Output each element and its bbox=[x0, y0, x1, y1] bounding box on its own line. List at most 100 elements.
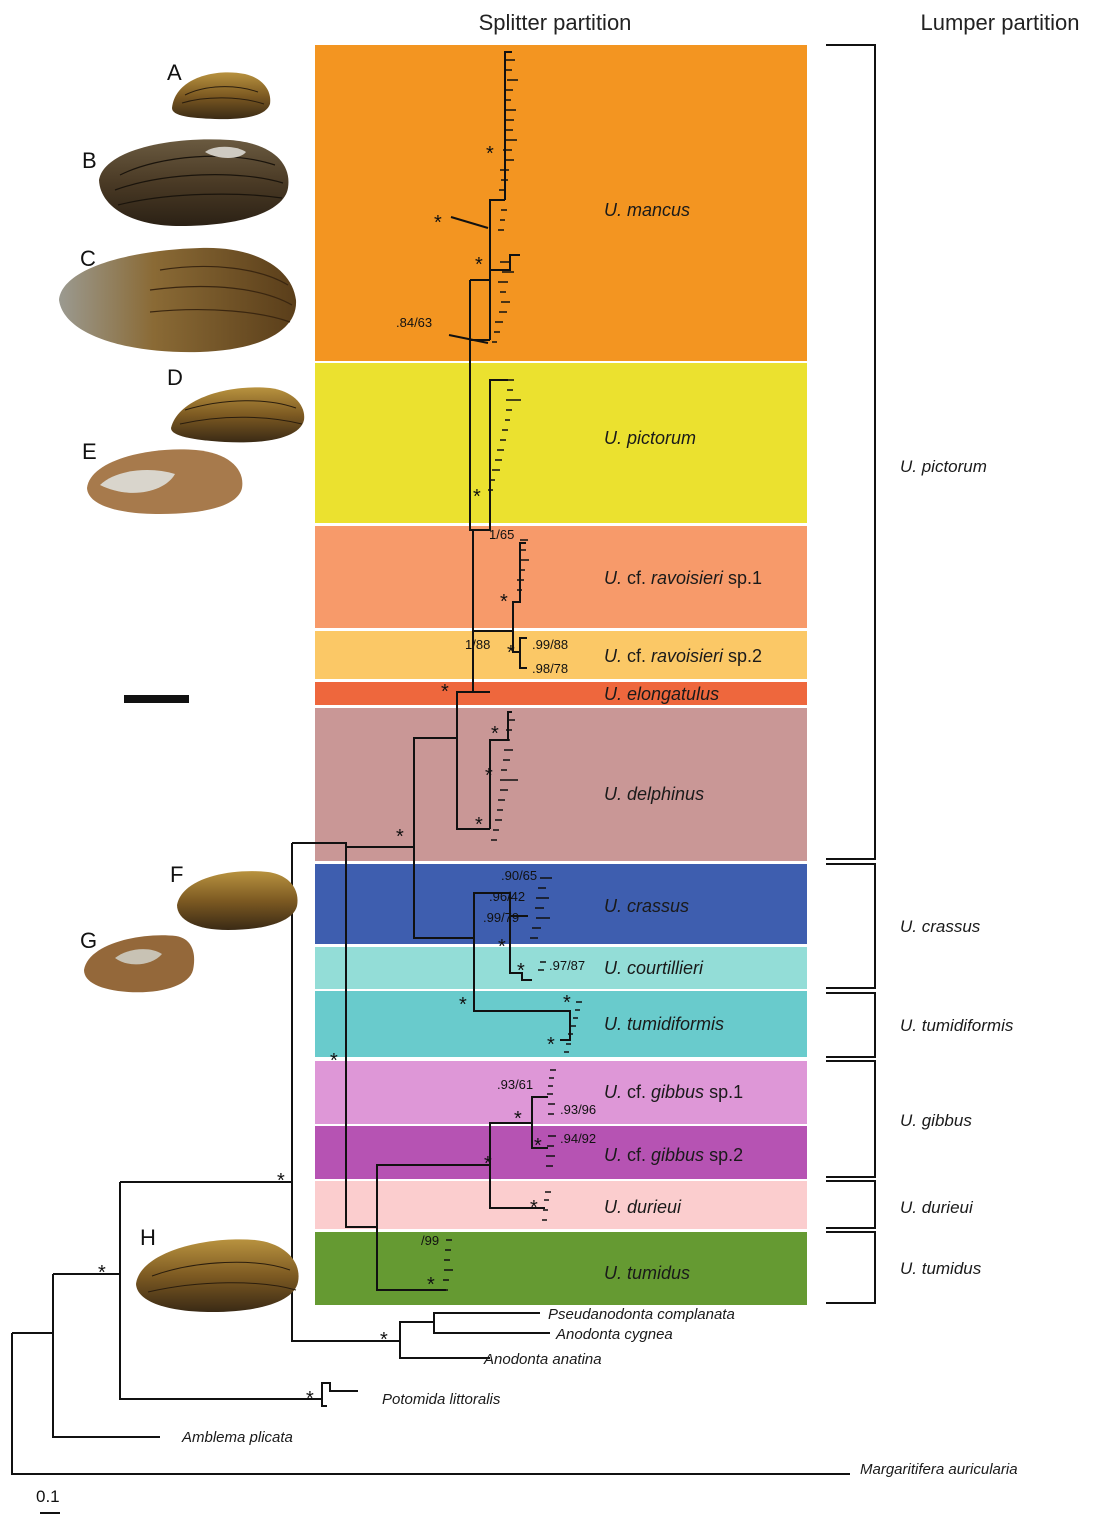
shell-a bbox=[172, 72, 270, 119]
star-marker: * bbox=[330, 1050, 338, 1072]
star-marker: * bbox=[434, 212, 442, 234]
shell-d bbox=[171, 387, 304, 442]
band-mancus bbox=[315, 45, 807, 361]
star-marker: * bbox=[98, 1262, 106, 1284]
star-marker: * bbox=[563, 992, 571, 1014]
lumper-label-durieui: U. durieui bbox=[900, 1198, 974, 1217]
clade-label-ravoisieri-sp1: U. cf. ravoisieri sp.1 bbox=[604, 568, 762, 588]
tree-scale-label: 0.1 bbox=[36, 1487, 60, 1506]
clade-label-tumidus: U. tumidus bbox=[604, 1263, 690, 1283]
support-084-63: .84/63 bbox=[396, 315, 432, 330]
star-marker: * bbox=[500, 591, 508, 613]
support-099-79: .99/79 bbox=[483, 910, 519, 925]
shell-letter-a: A bbox=[167, 60, 182, 85]
support-093-61: .93/61 bbox=[497, 1077, 533, 1092]
band-crassus bbox=[315, 864, 807, 944]
star-marker: * bbox=[547, 1034, 555, 1056]
bracket-durieui bbox=[826, 1181, 875, 1228]
bracket-gibbus bbox=[826, 1061, 875, 1177]
star-marker: * bbox=[507, 642, 515, 664]
outgroup-anodonta-cygnea: Anodonta cygnea bbox=[555, 1326, 673, 1343]
clade-label-crassus: U. crassus bbox=[604, 896, 689, 916]
clade-label-delphinus: U. delphinus bbox=[604, 784, 704, 804]
clade-label-ravoisieri-sp2: U. cf. ravoisieri sp.2 bbox=[604, 646, 762, 666]
splitter-header: Splitter partition bbox=[479, 10, 632, 35]
shell-letter-e: E bbox=[82, 439, 97, 464]
star-marker: * bbox=[396, 826, 404, 848]
clade-label-durieui: U. durieui bbox=[604, 1197, 682, 1217]
lumper-label-gibbus: U. gibbus bbox=[900, 1111, 972, 1130]
star-marker: * bbox=[534, 1135, 542, 1157]
shell-f bbox=[177, 871, 298, 930]
band-tumidiformis bbox=[315, 991, 807, 1057]
lumper-label-tumidus: U. tumidus bbox=[900, 1259, 982, 1278]
star-marker: * bbox=[485, 765, 493, 787]
support-098-78: .98/78 bbox=[532, 661, 568, 676]
star-marker: * bbox=[517, 960, 525, 982]
star-marker: * bbox=[427, 1274, 435, 1296]
bracket-crassus bbox=[826, 864, 875, 988]
band-tumidus bbox=[315, 1232, 807, 1305]
clade-label-courtillieri: U. courtillieri bbox=[604, 958, 704, 978]
shell-photos: A B C D E F G H bbox=[59, 60, 304, 1312]
clade-label-pictorum: U. pictorum bbox=[604, 428, 696, 448]
lumper-label-pictorum: U. pictorum bbox=[900, 457, 987, 476]
star-marker: * bbox=[514, 1108, 522, 1130]
lumper-labels: U. pictorum U. crassus U. tumidiformis U… bbox=[900, 457, 1014, 1278]
clade-label-gibbus-sp2: U. cf. gibbus sp.2 bbox=[604, 1145, 743, 1165]
star-marker: * bbox=[459, 994, 467, 1016]
clade-label-elongatulus: U. elongatulus bbox=[604, 684, 719, 704]
branch-amblema-node bbox=[12, 1274, 160, 1437]
outgroup-margaritifera: Margaritifera auricularia bbox=[860, 1461, 1018, 1478]
support-1-65: 1/65 bbox=[489, 527, 514, 542]
outgroup-amblema: Amblema plicata bbox=[181, 1429, 293, 1446]
support-097-87: .97/87 bbox=[549, 958, 585, 973]
lumper-header: Lumper partition bbox=[921, 10, 1080, 35]
star-marker: * bbox=[486, 143, 494, 165]
shell-letter-b: B bbox=[82, 148, 97, 173]
star-marker: * bbox=[306, 1388, 314, 1410]
star-marker: * bbox=[530, 1197, 538, 1219]
band-delphinus bbox=[315, 708, 807, 861]
clade-label-mancus: U. mancus bbox=[604, 200, 690, 220]
star-marker: * bbox=[491, 723, 499, 745]
bracket-tumidiformis bbox=[826, 993, 875, 1057]
star-marker: * bbox=[475, 814, 483, 836]
band-elongatulus bbox=[315, 682, 807, 705]
shell-letter-g: G bbox=[80, 928, 97, 953]
clade-label-tumidiformis: U. tumidiformis bbox=[604, 1014, 724, 1034]
outgroup-anodonta-anatina: Anodonta anatina bbox=[483, 1351, 602, 1368]
lumper-brackets bbox=[826, 45, 875, 1303]
clade-label-gibbus-sp1: U. cf. gibbus sp.1 bbox=[604, 1082, 743, 1102]
branch-potomida bbox=[322, 1383, 358, 1406]
lumper-label-crassus: U. crassus bbox=[900, 917, 981, 936]
star-marker: * bbox=[277, 1170, 285, 1192]
band-durieui bbox=[315, 1181, 807, 1229]
support-1-88: 1/88 bbox=[465, 637, 490, 652]
support-093-96: .93/96 bbox=[560, 1102, 596, 1117]
support-090-65: .90/65 bbox=[501, 868, 537, 883]
support-099-88: .99/88 bbox=[532, 637, 568, 652]
star-marker: * bbox=[380, 1329, 388, 1351]
lumper-label-tumidiformis: U. tumidiformis bbox=[900, 1016, 1014, 1035]
star-marker: * bbox=[475, 254, 483, 276]
support-99: /99 bbox=[421, 1233, 439, 1248]
shell-letter-d: D bbox=[167, 365, 183, 390]
shell-h bbox=[136, 1239, 299, 1312]
star-marker: * bbox=[484, 1153, 492, 1175]
shell-scale-bar bbox=[124, 695, 189, 703]
tree-scale: 0.1 bbox=[36, 1487, 60, 1513]
shell-letter-f: F bbox=[170, 862, 183, 887]
outgroup-pseudanodonta: Pseudanodonta complanata bbox=[548, 1306, 735, 1323]
support-094-92: .94/92 bbox=[560, 1131, 596, 1146]
band-pictorum bbox=[315, 363, 807, 523]
star-marker: * bbox=[441, 681, 449, 703]
support-096-42: .96/42 bbox=[489, 889, 525, 904]
star-marker: * bbox=[498, 936, 506, 958]
star-marker: * bbox=[473, 486, 481, 508]
shell-b bbox=[99, 139, 288, 226]
bracket-pictorum bbox=[826, 45, 875, 859]
bracket-tumidus bbox=[826, 1232, 875, 1303]
outgroup-potomida: Potomida littoralis bbox=[382, 1391, 501, 1408]
